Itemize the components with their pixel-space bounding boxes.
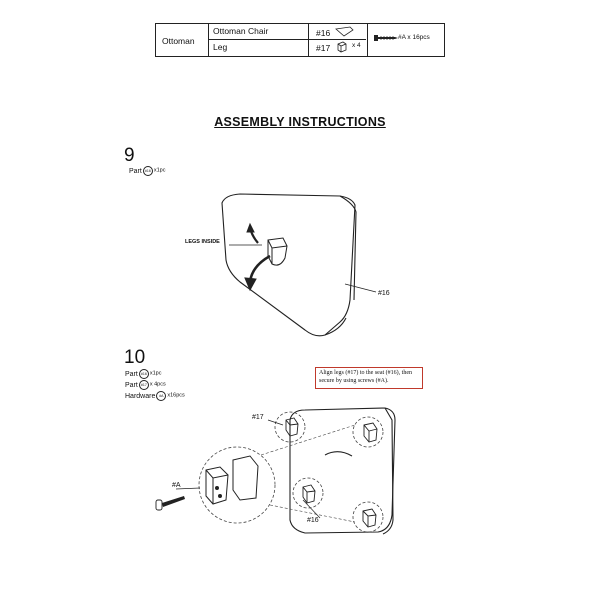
part-label: Part bbox=[125, 370, 138, 378]
part-tag: #16 bbox=[138, 369, 149, 379]
ottoman-seat-drawing bbox=[221, 193, 357, 337]
arrow-icon bbox=[246, 222, 259, 244]
part-tag: #16 bbox=[142, 166, 153, 176]
arrow-icon bbox=[244, 254, 271, 292]
connector-lines bbox=[260, 424, 356, 523]
leg-drawing bbox=[285, 417, 378, 528]
seat-callout-label: #16 bbox=[307, 517, 319, 524]
page-title: ASSEMBLY INSTRUCTIONS bbox=[214, 115, 386, 129]
leader-line bbox=[175, 487, 201, 490]
parts-table: Ottoman Ottoman Chair Leg #16 #17 x 4 #A… bbox=[155, 23, 445, 57]
part-row-name: Ottoman Chair bbox=[213, 26, 269, 36]
ottoman-underside-drawing bbox=[289, 407, 396, 535]
leader-line bbox=[302, 499, 321, 519]
screw-icon bbox=[374, 35, 398, 41]
legs-inside-label: LEGS INSIDE bbox=[185, 239, 220, 245]
part-qty: x1pc bbox=[153, 167, 166, 174]
leg-detail-drawing bbox=[205, 455, 259, 505]
leg-part-icon bbox=[337, 41, 347, 53]
zoom-circle bbox=[198, 411, 384, 533]
screw-callout-label: #A bbox=[172, 482, 181, 489]
step-number: 10 bbox=[124, 347, 146, 368]
part-label: Part bbox=[125, 381, 138, 389]
leader-line bbox=[344, 283, 377, 293]
step-number: 9 bbox=[124, 145, 135, 166]
part-row-number: #17 bbox=[316, 43, 331, 53]
part-tag: #A bbox=[156, 391, 167, 401]
parts-group-label: Ottoman bbox=[162, 36, 195, 46]
leg-recess-drawing bbox=[267, 237, 288, 266]
step10-note: Align legs (#17) to the seat (#16), then… bbox=[315, 367, 423, 389]
leg-callout-label: #17 bbox=[252, 414, 264, 421]
part-label: Part bbox=[129, 167, 142, 175]
part-row-number: #16 bbox=[316, 28, 331, 38]
screw-icon bbox=[155, 496, 185, 511]
part-tag: #17 bbox=[138, 380, 149, 390]
part-qty: x16pcs bbox=[167, 392, 185, 399]
part-row-name: Leg bbox=[213, 42, 228, 52]
part-qty: x 4pcs bbox=[149, 381, 166, 388]
part-qty: x1pc bbox=[149, 370, 162, 377]
hardware-label: #A x 16pcs bbox=[398, 34, 430, 41]
leader-line bbox=[267, 419, 284, 426]
part-label: Hardware bbox=[125, 392, 156, 400]
seat-part-icon bbox=[335, 26, 354, 37]
seat-callout-label: #16 bbox=[378, 290, 390, 297]
part-row-qty: x 4 bbox=[352, 42, 361, 49]
